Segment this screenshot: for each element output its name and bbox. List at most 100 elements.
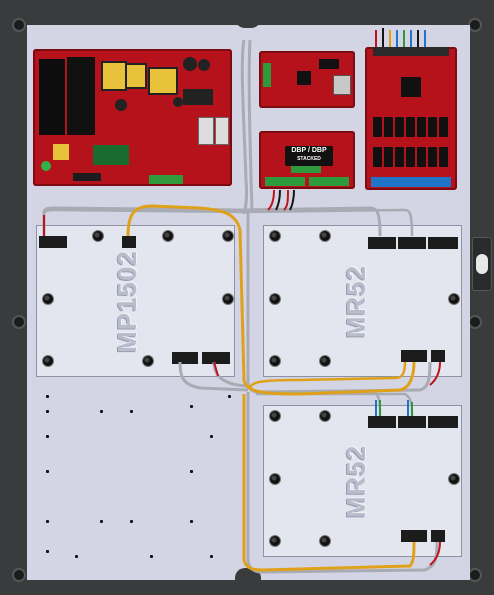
standoff-screw bbox=[269, 473, 281, 485]
gray-wire bbox=[247, 39, 254, 213]
gray-wire bbox=[42, 208, 414, 237]
backplate-hole bbox=[75, 555, 78, 558]
terminal-block bbox=[39, 236, 67, 248]
terminal-block bbox=[401, 530, 427, 542]
standoff-screw bbox=[269, 293, 281, 305]
terminal-block bbox=[371, 177, 451, 187]
standoff-screw bbox=[448, 473, 460, 485]
standoff-screw bbox=[319, 410, 331, 422]
backplate-hole bbox=[46, 520, 49, 523]
standoff-screw bbox=[42, 293, 54, 305]
terminal-block bbox=[428, 416, 458, 428]
terminal-block bbox=[309, 177, 349, 186]
dbp-label-top: DBP / DBP bbox=[291, 147, 327, 154]
red-wire bbox=[283, 189, 289, 211]
latch-knob bbox=[476, 254, 488, 274]
backplate-hole bbox=[190, 405, 193, 408]
dbp-label: DBP / DBP STACKED bbox=[285, 146, 333, 166]
relay bbox=[417, 117, 426, 137]
relay bbox=[373, 147, 382, 167]
terminal-block bbox=[428, 237, 458, 249]
backplate-hole bbox=[210, 555, 213, 558]
relay bbox=[395, 117, 404, 137]
chip bbox=[401, 77, 421, 97]
standoff-screw bbox=[92, 230, 104, 242]
chip bbox=[41, 161, 51, 171]
standoff-screw bbox=[42, 355, 54, 367]
gray-wire bbox=[212, 361, 247, 388]
standoff-screw bbox=[269, 535, 281, 547]
standoff-screw bbox=[319, 535, 331, 547]
terminal-block bbox=[73, 173, 101, 181]
standoff-screw bbox=[162, 230, 174, 242]
relay bbox=[439, 117, 448, 137]
enclosure-latch bbox=[472, 237, 492, 291]
backplate-hole bbox=[46, 410, 49, 413]
top-notch bbox=[235, 10, 261, 28]
terminal-block bbox=[291, 165, 321, 173]
standoff-screw bbox=[142, 355, 154, 367]
terminal-block bbox=[149, 175, 183, 184]
terminal-block bbox=[202, 352, 230, 364]
relay-board bbox=[365, 47, 457, 190]
red-wire bbox=[213, 361, 219, 377]
mounting-hole bbox=[12, 568, 26, 582]
backplate-hole bbox=[100, 520, 103, 523]
standoff-screw bbox=[319, 355, 331, 367]
network-jack bbox=[333, 75, 351, 95]
backplate-hole bbox=[130, 520, 133, 523]
standoff-screw bbox=[269, 230, 281, 242]
terminal-block bbox=[373, 47, 449, 56]
relay bbox=[373, 117, 382, 137]
mounting-hole bbox=[12, 315, 26, 329]
dbp-label-bottom: STACKED bbox=[297, 156, 321, 162]
backplate-hole bbox=[100, 410, 103, 413]
backplate-hole bbox=[46, 470, 49, 473]
chip bbox=[319, 59, 339, 69]
relay bbox=[428, 147, 437, 167]
gray-wire bbox=[246, 392, 439, 574]
inductor bbox=[125, 63, 147, 89]
relay bbox=[406, 147, 415, 167]
relay bbox=[384, 147, 393, 167]
relay bbox=[439, 147, 448, 167]
inductor bbox=[148, 67, 178, 95]
chip bbox=[53, 144, 69, 160]
enclosure-ear bbox=[470, 0, 494, 20]
relay bbox=[417, 147, 426, 167]
mr52-module bbox=[263, 225, 462, 377]
terminal-block bbox=[172, 352, 198, 364]
mr52-module bbox=[263, 405, 462, 557]
standoff-screw bbox=[269, 410, 281, 422]
transformer bbox=[67, 57, 95, 135]
terminal-block bbox=[398, 237, 426, 249]
terminal-block bbox=[122, 236, 136, 248]
red-wire bbox=[267, 189, 275, 211]
chip bbox=[93, 145, 129, 165]
red-wire bbox=[429, 361, 441, 386]
backplate-hole bbox=[210, 435, 213, 438]
capacitor bbox=[115, 99, 127, 111]
backplate-hole bbox=[228, 395, 231, 398]
terminal-block bbox=[431, 350, 445, 362]
gray-wire bbox=[178, 361, 249, 392]
chip bbox=[297, 71, 311, 85]
capacitor bbox=[198, 59, 210, 71]
gray-wire bbox=[256, 390, 382, 417]
transformer bbox=[39, 59, 65, 135]
black-wire bbox=[289, 189, 295, 211]
enclosure-ear bbox=[0, 0, 24, 20]
terminal-block bbox=[431, 530, 445, 542]
terminal-block bbox=[401, 350, 427, 362]
gray-wire bbox=[42, 206, 382, 237]
black-wire bbox=[275, 189, 281, 211]
yellow-wire bbox=[126, 204, 416, 396]
standoff-screw bbox=[319, 230, 331, 242]
mounting-hole bbox=[12, 18, 26, 32]
backplate-hole bbox=[150, 555, 153, 558]
terminal-block bbox=[368, 237, 396, 249]
capacitor bbox=[173, 97, 183, 107]
gray-wire bbox=[240, 39, 249, 215]
heatsink bbox=[183, 89, 213, 105]
